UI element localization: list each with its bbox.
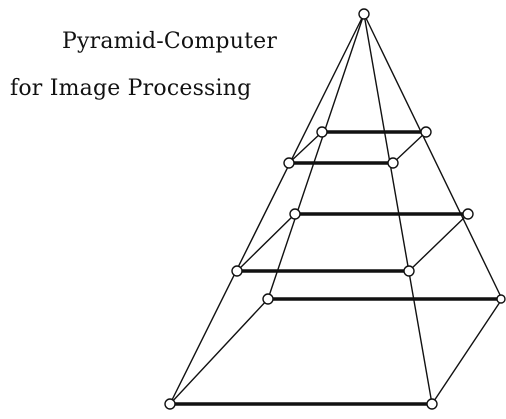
level-1-node-back-left xyxy=(316,126,328,138)
level-2-left-edge xyxy=(236,213,296,272)
level-1-left-edge xyxy=(288,131,323,164)
level-2-node-back-right xyxy=(462,208,474,220)
level-1-right-edge xyxy=(392,131,427,164)
level-3-node-front-right xyxy=(426,398,438,410)
pyramid-ridges xyxy=(169,13,503,405)
apex-node xyxy=(358,8,370,20)
node-markers xyxy=(164,8,506,410)
level-3-right-edge xyxy=(431,298,503,405)
ridge-front-right xyxy=(363,13,433,405)
level-2-node-front-right xyxy=(403,265,415,277)
level-3-node-back-right xyxy=(496,294,506,304)
level-3-left-edge xyxy=(169,298,269,405)
level-2-node-front-left xyxy=(231,265,243,277)
level-3-node-front-left xyxy=(164,398,176,410)
level-1-edges xyxy=(287,130,428,165)
level-3-edges xyxy=(168,297,504,406)
title-line-1: Pyramid-Computer xyxy=(62,29,278,54)
ridge-back-left xyxy=(267,13,365,300)
ridge-back-right xyxy=(363,13,503,300)
title-line-2: for Image Processing xyxy=(10,76,252,101)
level-1-node-front-right xyxy=(387,157,399,169)
level-2-node-back-left xyxy=(289,208,301,220)
level-2-edges xyxy=(235,212,470,273)
level-3-node-back-left xyxy=(262,293,274,305)
level-1-node-back-right xyxy=(420,126,432,138)
ridge-front-left xyxy=(169,13,365,405)
level-2-right-edge xyxy=(408,213,469,272)
level-1-node-front-left xyxy=(283,157,295,169)
